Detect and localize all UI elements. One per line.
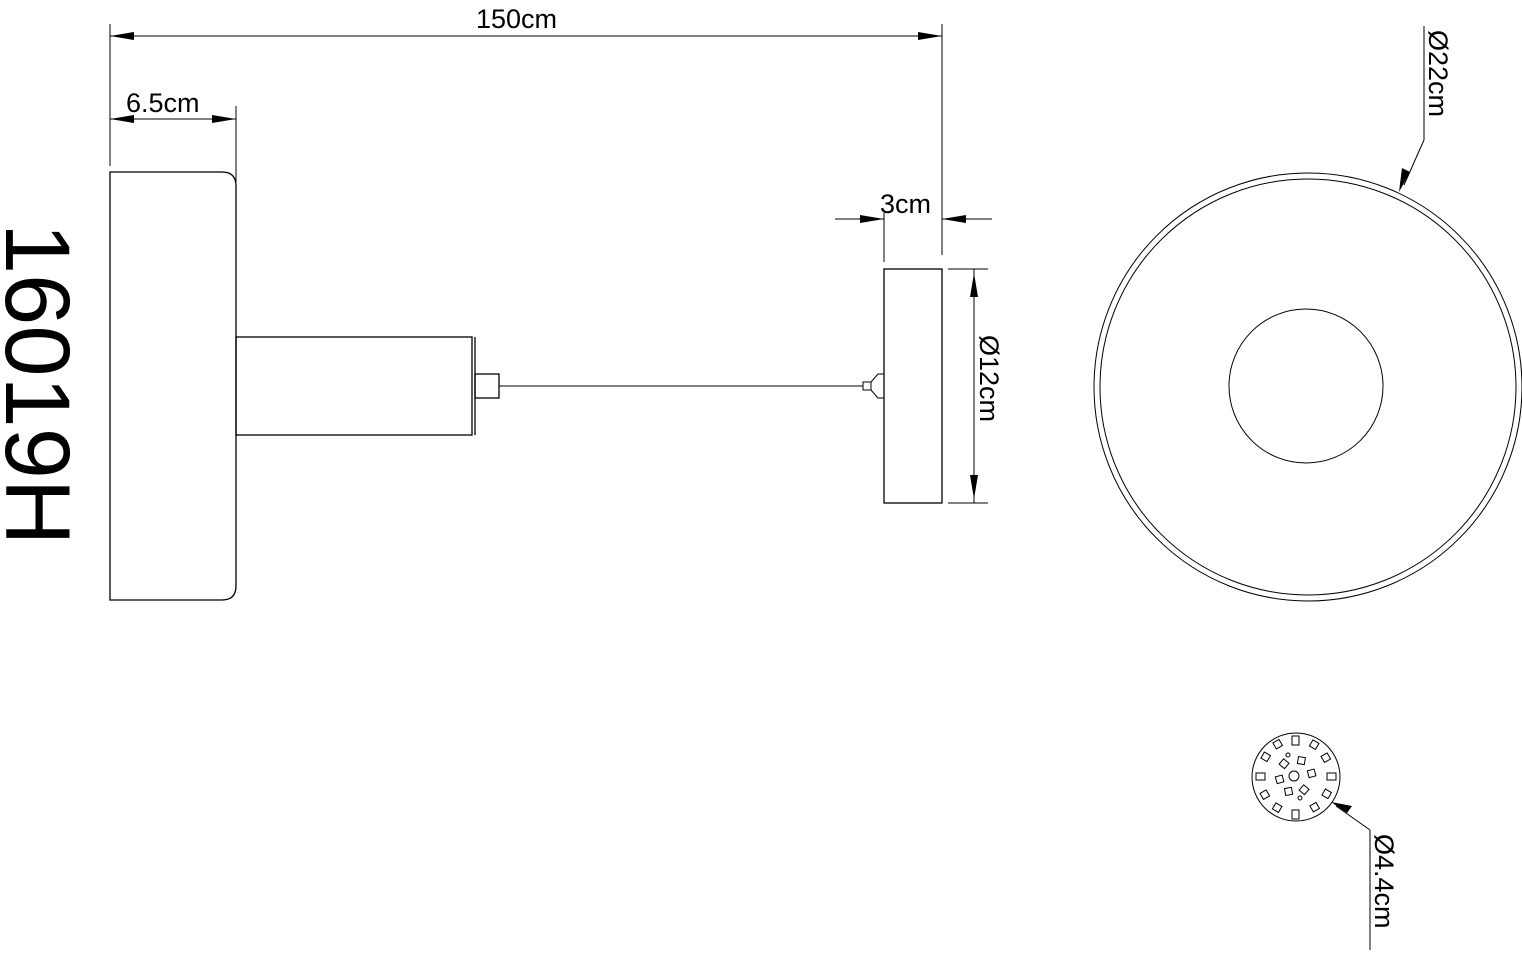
dim-label-shade-top-diameter: Ø22cm bbox=[1423, 30, 1453, 117]
led-screw-hole bbox=[1297, 795, 1303, 801]
dimension-total-drop: 150cm bbox=[109, 4, 943, 255]
led-module-detail bbox=[1251, 732, 1341, 822]
shade-side bbox=[883, 268, 943, 504]
dimension-shade-top-diameter: Ø22cm bbox=[1399, 26, 1453, 192]
model-number: 16019H bbox=[0, 223, 88, 545]
led-inner-ring bbox=[1274, 755, 1317, 797]
dimension-shade-side-diameter: Ø12cm bbox=[948, 268, 1004, 504]
dimension-canopy-depth: 6.5cm bbox=[110, 88, 237, 182]
dim-label-canopy-depth: 6.5cm bbox=[126, 88, 200, 118]
connector-nub bbox=[474, 373, 500, 399]
shade-inner-rim bbox=[1099, 178, 1517, 596]
dim-label-shade-thickness: 3cm bbox=[880, 189, 931, 219]
top-view bbox=[1093, 172, 1522, 602]
led-outer-ring bbox=[1255, 735, 1337, 820]
dim-label-total-drop: 150cm bbox=[476, 4, 557, 34]
side-view bbox=[109, 171, 943, 601]
led-module-outline bbox=[1251, 732, 1341, 822]
shade-center-light bbox=[1228, 308, 1384, 464]
led-center bbox=[1288, 770, 1300, 782]
canopy-plate bbox=[109, 171, 237, 601]
dim-label-shade-side-diameter: Ø12cm bbox=[974, 335, 1004, 422]
dim-label-led-module-diameter: Ø4.4cm bbox=[1369, 834, 1399, 929]
dimension-shade-thickness: 3cm bbox=[835, 189, 992, 262]
cable-fitting bbox=[862, 381, 872, 391]
led-screw-hole bbox=[1285, 752, 1291, 758]
shade-outer-rim bbox=[1093, 172, 1522, 602]
dimension-led-module-diameter: Ø4.4cm bbox=[1331, 802, 1399, 950]
canopy-cylinder bbox=[235, 336, 473, 436]
